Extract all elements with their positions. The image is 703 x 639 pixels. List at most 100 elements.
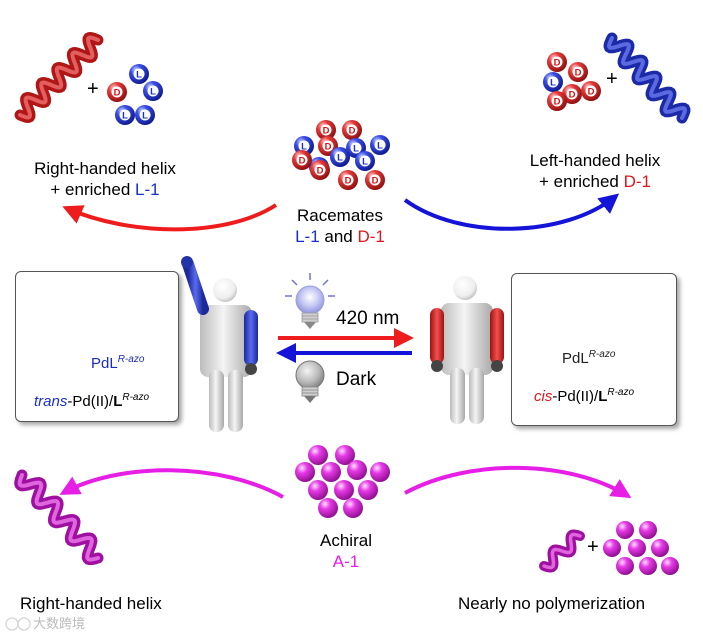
monomer-letter-disc <box>342 174 354 186</box>
achiral-monomer-ball <box>295 462 315 482</box>
monomer-letter: D <box>575 67 582 78</box>
monomer-letter: D <box>554 96 561 107</box>
lightbulb-off-icon <box>295 360 325 403</box>
monomer-letter: D <box>345 175 352 186</box>
trans-complex-box: PdLR-azo trans-Pd(II)/LR-azo <box>15 271 179 422</box>
arrow-achiral-to-right-handed <box>59 468 284 499</box>
monomer-letter: L <box>362 156 368 167</box>
plus-sign-top-left: + <box>87 78 99 100</box>
monomer-letter-disc <box>585 85 597 97</box>
achiral-monomer-ball <box>370 462 390 482</box>
trans-pd-text: PdL <box>91 355 118 372</box>
achiral-monomer-ball <box>639 521 657 539</box>
top-left-species: L-1 <box>135 180 160 199</box>
monomer-letter: L <box>136 69 142 80</box>
trans-caption-italic: trans <box>34 393 68 410</box>
achiral-monomer-ball <box>616 521 634 539</box>
cis-caption-italic: cis <box>534 388 553 405</box>
top-right-line2-prefix: + enriched <box>539 172 624 191</box>
monomer-letter-disc <box>147 85 159 97</box>
monomer-letter: L <box>337 152 343 163</box>
bottom-left-label: Right-handed helix <box>20 594 162 613</box>
monomer-letter: D <box>554 57 561 68</box>
figure-blue-arms <box>181 256 258 432</box>
top-left-label: Right-handed helix + enriched L-1 <box>20 158 190 200</box>
achiral-monomer-ball <box>335 445 355 465</box>
monomer-cluster-racemates: DDLDLLLLLDDDD <box>292 120 390 190</box>
left-handed-helix-blue-top <box>603 32 691 124</box>
achiral-monomer-ball <box>343 498 363 518</box>
monomer-letter: D <box>299 155 306 166</box>
short-helix-magenta-bottom <box>539 529 585 573</box>
cis-pd-sup: R-azo <box>588 349 616 360</box>
cis-pd-text: PdL <box>562 350 589 367</box>
monomer-letter: L <box>301 141 307 152</box>
monomer-cluster-bottom-right <box>603 521 679 575</box>
top-left-line2: + enriched L-1 <box>20 179 190 200</box>
monomer-letter: D <box>323 125 330 136</box>
monomer-letter-disc <box>119 109 131 121</box>
monomer-letter-disc <box>334 151 346 163</box>
monomer-letter-disc <box>111 86 123 98</box>
monomer-letter: D <box>325 141 332 152</box>
monomer-letter-disc <box>551 56 563 68</box>
top-left-line2-prefix: + enriched <box>50 180 135 199</box>
monomer-letter-disc <box>346 124 358 136</box>
cis-caption-sup: R-azo <box>607 387 635 398</box>
monomer-letter: D <box>588 86 595 97</box>
monomer-cluster-achiral <box>295 445 390 518</box>
achiral-line1: Achiral <box>320 531 372 550</box>
monomer-letter: L <box>122 110 128 121</box>
monomer-letter: D <box>114 87 121 98</box>
cis-caption: cis-Pd(II)/LR-azo <box>534 387 634 405</box>
racemates-label: Racemates L-1 and D-1 <box>280 205 400 247</box>
racemates-l-species: L-1 <box>295 227 320 246</box>
monomer-letter-disc <box>566 88 578 100</box>
top-right-label: Left-handed helix + enriched D-1 <box>510 150 680 192</box>
monomer-letter-disc <box>296 154 308 166</box>
monomer-letter-disc <box>572 66 584 78</box>
trans-caption: trans-Pd(II)/LR-azo <box>34 392 149 410</box>
top-right-line1: Left-handed helix <box>529 151 661 170</box>
monomer-letter: L <box>550 77 556 88</box>
monomer-letter: L <box>142 110 148 121</box>
achiral-monomer-ball <box>616 557 634 575</box>
achiral-monomer-ball <box>358 480 378 500</box>
top-left-line1: Right-handed helix <box>34 159 176 178</box>
achiral-monomer-ball <box>308 480 328 500</box>
trans-caption-L: L <box>113 393 123 410</box>
achiral-monomer-ball <box>334 480 354 500</box>
achiral-monomer-ball <box>347 460 367 480</box>
figure-red-arms <box>430 276 504 424</box>
achiral-monomer-ball <box>628 539 646 557</box>
achiral-monomer-ball <box>651 539 669 557</box>
watermark-logo-icon <box>5 617 31 631</box>
cis-pd-label: PdLR-azo <box>562 349 615 367</box>
plus-sign-top-right: + <box>606 68 618 90</box>
monomer-letter-disc <box>374 139 386 151</box>
monomer-letter-disc <box>369 174 381 186</box>
achiral-species: A-1 <box>332 552 360 571</box>
top-right-species: D-1 <box>623 172 651 191</box>
bottom-right-label: Nearly no polymerization <box>458 594 646 613</box>
lightbulb-on-icon <box>285 273 335 329</box>
monomer-letter-disc <box>133 68 145 80</box>
achiral-label: Achiral A-1 <box>286 530 406 572</box>
racemates-line1: Racemates <box>297 206 383 225</box>
achiral-monomer-ball <box>308 445 328 465</box>
monomer-letter: L <box>353 143 359 154</box>
monomer-letter-disc <box>298 140 310 152</box>
trans-caption-rest: -Pd(II)/ <box>67 393 114 410</box>
right-handed-helix-red-top <box>14 31 104 124</box>
achiral-monomer-ball <box>603 539 621 557</box>
monomer-letter: D <box>317 165 324 176</box>
monomer-letter-disc <box>320 124 332 136</box>
monomer-letter-disc <box>551 95 563 107</box>
cis-caption-L: L <box>598 388 608 405</box>
achiral-monomer-ball <box>321 462 341 482</box>
monomer-letter: D <box>349 125 356 136</box>
cis-caption-rest: -Pd(II)/ <box>552 388 599 405</box>
top-right-line2: + enriched D-1 <box>510 171 680 192</box>
